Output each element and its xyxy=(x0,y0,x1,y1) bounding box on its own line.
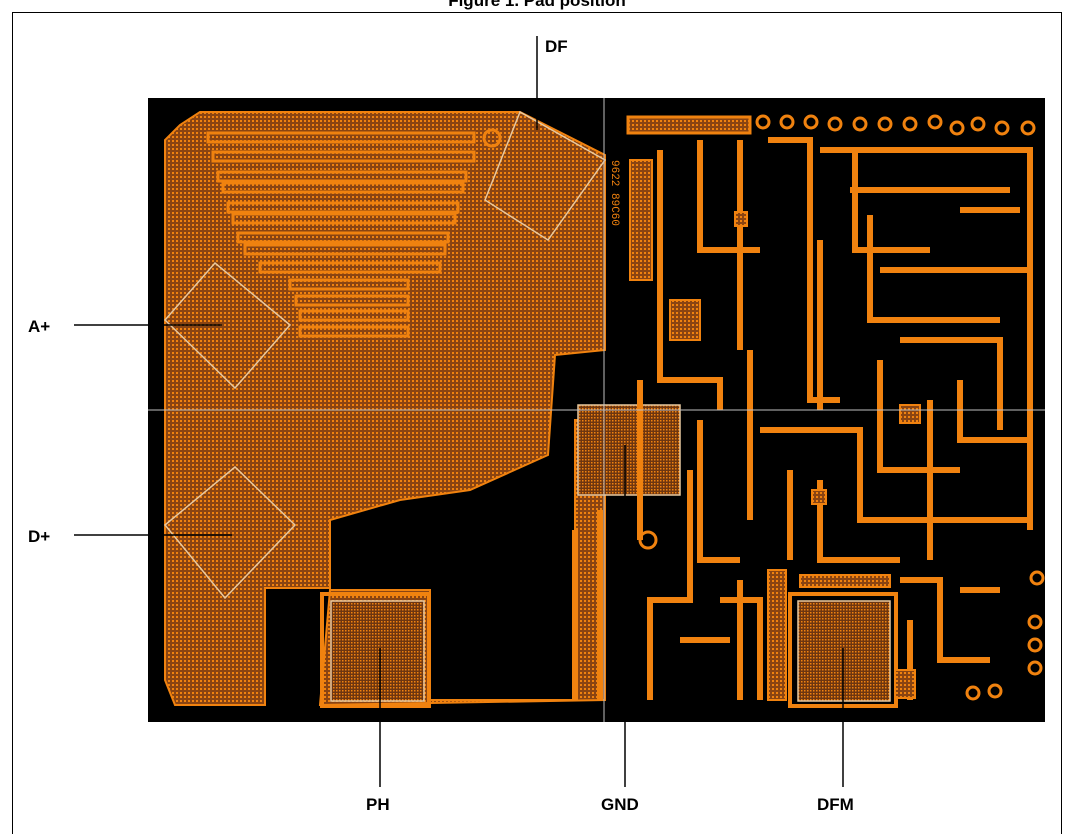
label-df: DF xyxy=(545,37,568,56)
circuitry-right-fills xyxy=(629,159,921,701)
test-pads-right xyxy=(965,570,1045,701)
ph-pad xyxy=(320,592,431,708)
label-gnd: GND xyxy=(601,795,639,814)
crosshair xyxy=(148,98,1045,722)
pad-outlines xyxy=(163,110,607,600)
dfm-pad xyxy=(788,592,898,708)
figure-frame xyxy=(12,12,1062,834)
label-a-plus: A+ xyxy=(28,317,50,336)
die-marking: 9622 89C60 xyxy=(608,160,620,226)
label-d-plus: D+ xyxy=(28,527,50,546)
label-dfm: DFM xyxy=(817,795,854,814)
gnd-pad xyxy=(577,404,681,496)
test-pads-top xyxy=(482,114,1036,550)
circuitry-right xyxy=(572,115,1033,700)
figure-title: Figure 1. Pad position xyxy=(448,0,626,10)
label-ph: PH xyxy=(366,795,390,814)
leader-lines xyxy=(74,36,844,787)
die-marking-text: 9622 89C60 xyxy=(608,160,620,226)
finger-traces xyxy=(206,131,476,338)
